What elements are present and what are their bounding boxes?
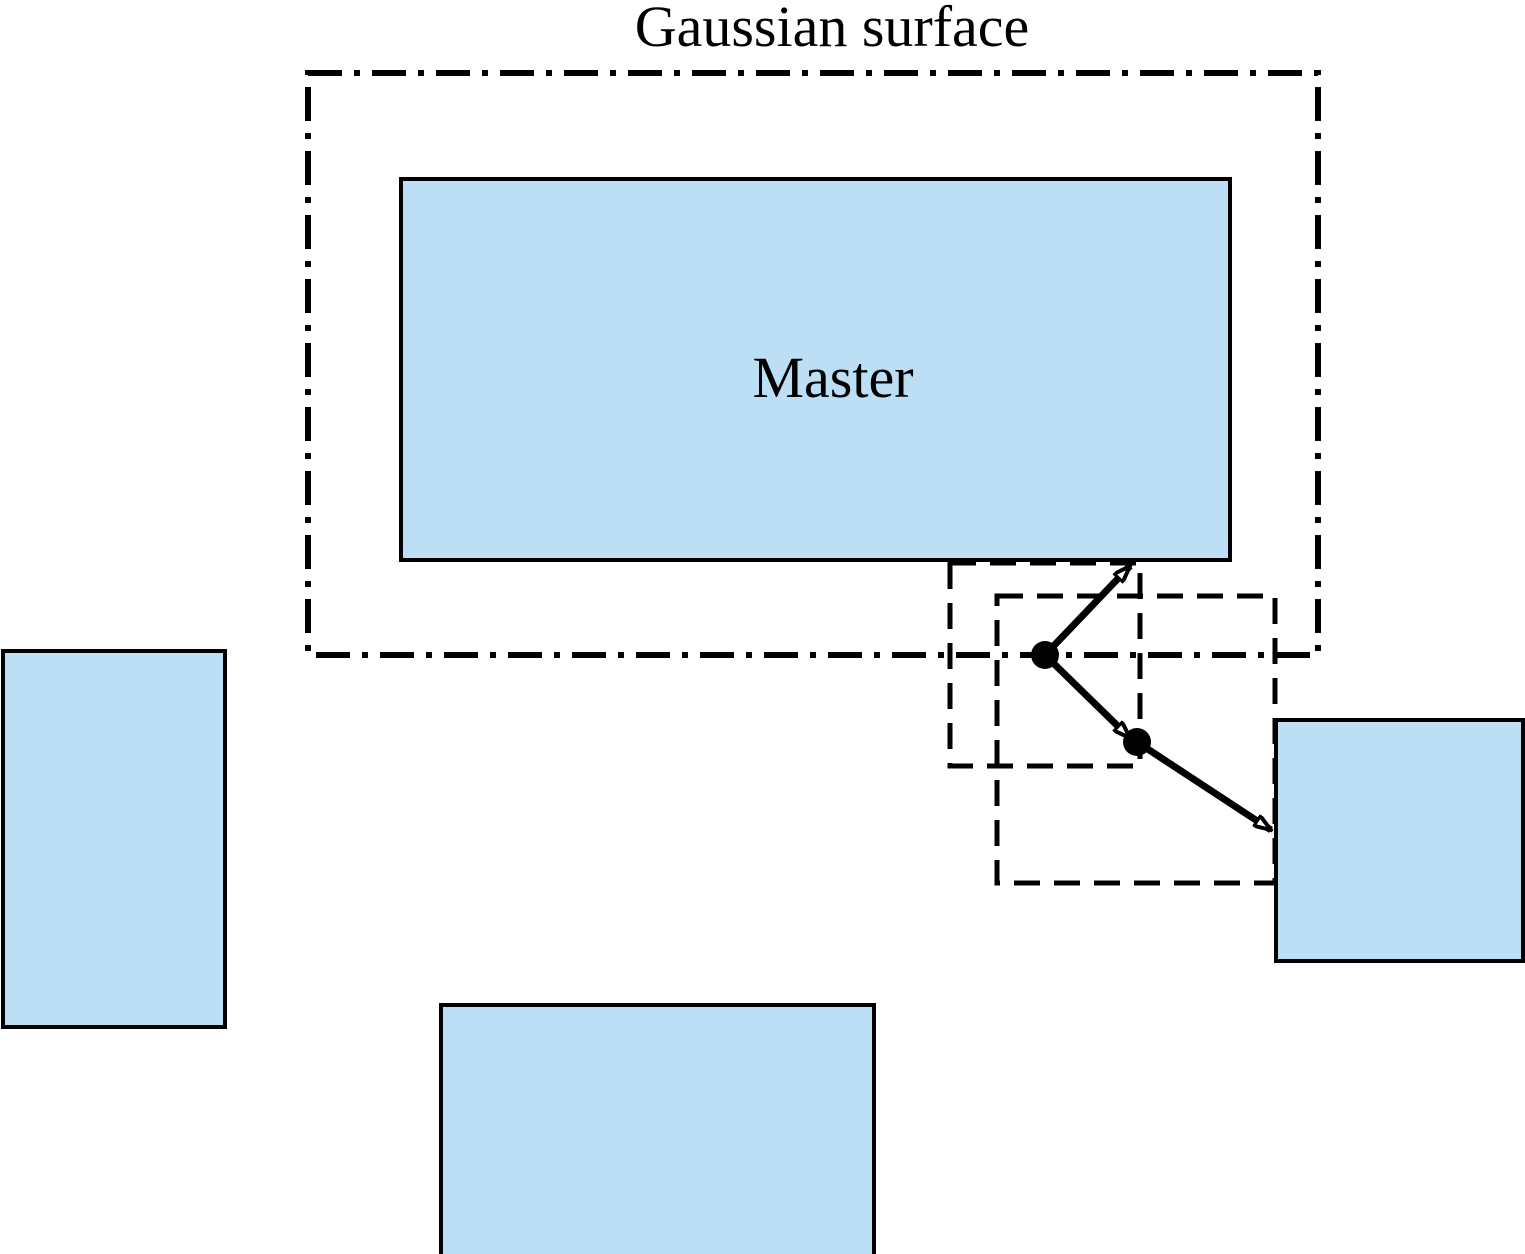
master-label: Master bbox=[752, 345, 913, 410]
gaussian-surface-boundary bbox=[305, 70, 1321, 658]
left-block bbox=[1, 649, 227, 1029]
right-block bbox=[1274, 718, 1525, 963]
first-dashed-region bbox=[947, 560, 1143, 769]
gaussian-surface-label: Gaussian surface bbox=[635, 0, 1030, 59]
second-node bbox=[1123, 728, 1151, 756]
second-dashed-region bbox=[994, 593, 1278, 886]
master-block bbox=[399, 177, 1232, 562]
arrow-to-second-node bbox=[1042, 652, 1130, 738]
bottom-block bbox=[439, 1003, 876, 1254]
first-node bbox=[1031, 641, 1059, 669]
arrow-to-master bbox=[1042, 566, 1130, 658]
arrow-to-right-block bbox=[1135, 739, 1271, 830]
